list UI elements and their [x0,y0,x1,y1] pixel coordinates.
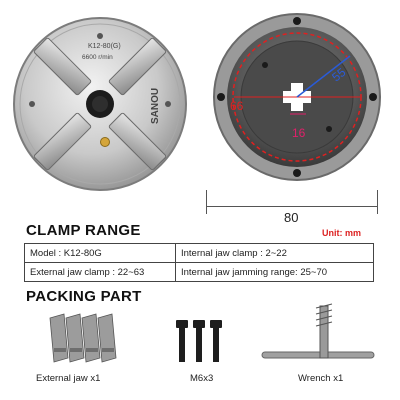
wrench-image [261,303,375,359]
spec-table: Model : K12-80G Internal jaw clamp : 2~2… [24,243,374,282]
chuck-back-image: 66 55 16 [213,13,381,181]
chuck-jaws [33,37,167,171]
unit-label: Unit: mm [322,228,361,238]
bolts-image [176,320,222,362]
packing-part-title: PACKING PART [26,288,142,305]
dim-80-label: 80 [284,210,299,225]
dim-80-line [206,206,378,207]
brand-logo-text: SANOU [150,88,161,124]
dim-80-tick-right [377,190,378,214]
spec-cell-external-clamp: External jaw clamp : 22~63 [24,262,176,282]
packing-item-bolts: M6x3 [190,373,214,384]
dim-16-label: 16 [292,126,306,140]
external-jaw-image [49,313,117,363]
chuck-speed-text: 6600 r/min [82,54,113,61]
spec-cell-internal-clamp: Internal jaw clamp : 2~22 [175,243,374,263]
table-row: Model : K12-80G Internal jaw clamp : 2~2… [24,243,374,263]
dim-66-label: 66 [230,99,244,113]
chuck-model-text: K12-80(G) [88,43,121,50]
clamp-range-title: CLAMP RANGE [26,222,141,239]
spec-cell-jamming-range: Internal jaw jamming range: 25~70 [175,262,374,282]
spec-cell-model: Model : K12-80G [24,243,176,263]
dim-80-tick-left [206,190,207,214]
table-row: External jaw clamp : 22~63 Internal jaw … [24,262,374,282]
packing-item-external-jaw: External jaw x1 [36,373,101,384]
packing-item-wrench: Wrench x1 [298,373,344,384]
chuck-front-image: K12-80(G) 6600 r/min SANOU [13,17,187,191]
